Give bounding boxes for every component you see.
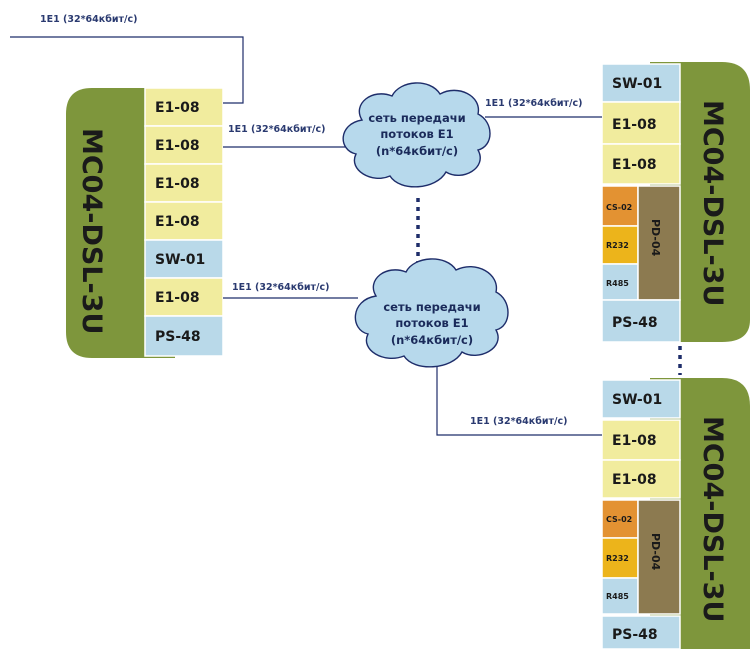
rb-card-e1-2 (601, 459, 681, 499)
left-card-sw-label: SW-01 (155, 252, 205, 268)
rt-card-e1-2-label: E1-08 (612, 157, 657, 173)
link-label-cloud1-to-right: 1E1 (32*64кбит/с) (485, 98, 582, 109)
cloud-top: сеть передачи потоков Е1 (n*64кбит/с) (342, 82, 491, 188)
link-label-cloud2-to-right: 1E1 (32*64кбит/с) (470, 416, 567, 427)
rt-card-ps-label: PS-48 (612, 315, 658, 331)
left-card-e1-2-label: E1-08 (155, 138, 200, 154)
rb-card-pd-label: PD-04 (649, 533, 662, 571)
rb-card-ps-label: PS-48 (612, 627, 658, 643)
link-label-left-to-cloud2: 1E1 (32*64кбит/с) (232, 282, 329, 293)
rt-card-ps (601, 299, 681, 343)
left-card-e1-5 (144, 277, 224, 317)
rt-card-pd-label: PD-04 (649, 219, 662, 257)
left-card-e1-4-label: E1-08 (155, 214, 200, 230)
rt-card-sw-label: SW-01 (612, 76, 662, 92)
right-bottom-chassis: MC04-DSL-3U SW-01 E1-08 E1-08 CS-02 R232… (601, 378, 750, 649)
rb-card-ps (601, 615, 681, 649)
left-card-ps (144, 315, 224, 357)
rt-card-e1-2 (601, 143, 681, 185)
rt-card-e1-1 (601, 101, 681, 145)
cloud-bottom-line3: (n*64кбит/с) (391, 333, 473, 347)
right-bottom-chassis-title: MC04-DSL-3U (697, 416, 728, 622)
left-card-ps-label: PS-48 (155, 329, 201, 345)
rb-card-pd (637, 499, 681, 615)
rt-card-r232-label: R232 (606, 241, 629, 250)
link-label-left-to-cloud1: 1E1 (32*64кбит/с) (228, 124, 325, 135)
rt-card-r485-label: R485 (606, 279, 629, 288)
rb-card-e1-1-label: E1-08 (612, 433, 657, 449)
link-label-top-left: 1E1 (32*64кбит/с) (40, 14, 137, 25)
rb-card-sw (601, 379, 681, 419)
left-card-e1-3-label: E1-08 (155, 176, 200, 192)
rt-card-cs-label: CS-02 (606, 203, 632, 212)
left-card-e1-1 (144, 87, 224, 127)
rt-card-pd (637, 185, 681, 301)
cloud-top-line3: (n*64кбит/с) (376, 144, 458, 158)
cloud-bottom-shape (354, 258, 509, 368)
cloud-bottom-line2: потоков Е1 (395, 316, 468, 330)
rb-card-r485 (601, 577, 639, 615)
link-labels: 1E1 (32*64кбит/с) 1E1 (32*64кбит/с) 1E1 … (40, 14, 582, 427)
left-card-e1-5-label: E1-08 (155, 290, 200, 306)
cloud-bottom-line1: сеть передачи (383, 300, 480, 314)
left-card-e1-1-label: E1-08 (155, 100, 200, 116)
rb-card-e1-1 (601, 419, 681, 461)
connections (10, 36, 602, 436)
left-card-e1-4 (144, 201, 224, 241)
left-chassis-title: MC04-DSL-3U (76, 128, 107, 334)
rb-card-r485-label: R485 (606, 592, 629, 601)
cloud-top-line2: потоков Е1 (380, 127, 453, 141)
cloud-top-shape (342, 82, 491, 188)
dotted-connectors (416, 198, 682, 375)
right-top-chassis: MC04-DSL-3U SW-01 E1-08 E1-08 CS-02 R232… (601, 62, 750, 343)
rt-card-cs (601, 185, 639, 227)
wire-cloud2-to-right-bottom (436, 362, 602, 436)
left-chassis: MC04-DSL-3U E1-08 E1-08 E1-08 E1-08 SW-0… (66, 87, 224, 358)
rt-card-r232 (601, 225, 639, 265)
right-top-chassis-title: MC04-DSL-3U (697, 100, 728, 306)
rb-card-e1-2-label: E1-08 (612, 472, 657, 488)
rb-card-cs-label: CS-02 (606, 515, 632, 524)
rb-card-r232-label: R232 (606, 554, 629, 563)
rb-card-cs (601, 499, 639, 539)
rt-card-e1-1-label: E1-08 (612, 117, 657, 133)
cloud-bottom: сеть передачи потоков Е1 (n*64кбит/с) (354, 258, 509, 368)
left-card-e1-3 (144, 163, 224, 203)
rb-card-sw-label: SW-01 (612, 392, 662, 408)
cloud-top-line1: сеть передачи (368, 111, 465, 125)
wire-top-left (10, 36, 244, 104)
